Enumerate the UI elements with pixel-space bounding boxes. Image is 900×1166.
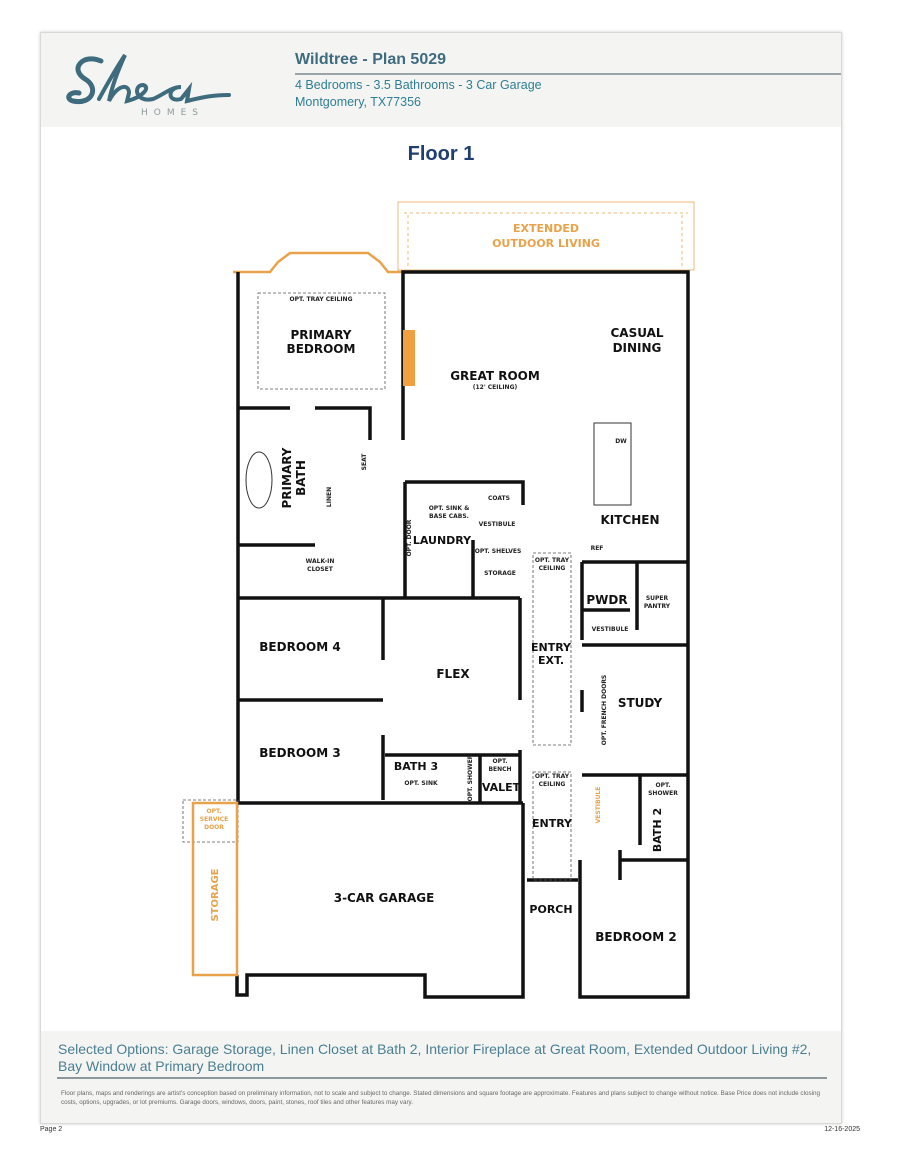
plan-sheet: HOMES Wildtree - Plan 5029 4 Bedrooms - … bbox=[40, 32, 842, 1124]
logo-homes-text: HOMES bbox=[141, 108, 204, 117]
label-opt-sink-2: BASE CABS. bbox=[429, 513, 469, 520]
label-storage: STORAGE bbox=[484, 570, 516, 577]
label-bedroom-2: BEDROOM 2 bbox=[595, 930, 676, 944]
label-primary-bath-1: PRIMARY bbox=[280, 447, 294, 508]
label-coats: COATS bbox=[488, 495, 510, 502]
label-pwdr: PWDR bbox=[586, 593, 627, 607]
label-primary-bedroom-1: PRIMARY bbox=[290, 328, 351, 342]
label-bedroom-4: BEDROOM 4 bbox=[259, 640, 340, 654]
bay-window bbox=[233, 251, 403, 274]
label-linen: LINEN bbox=[326, 487, 333, 507]
label-opt-shower-2a: OPT. bbox=[656, 782, 671, 789]
plan-title: Wildtree - Plan 5029 bbox=[295, 51, 447, 68]
label-opt-sink: OPT. SINK bbox=[404, 780, 438, 787]
print-date: 12-16-2025 bbox=[824, 1126, 860, 1133]
extended-outdoor-living bbox=[397, 201, 695, 271]
label-bedroom-3: BEDROOM 3 bbox=[259, 746, 340, 760]
garage-storage bbox=[191, 801, 239, 977]
label-flex: FLEX bbox=[436, 667, 470, 681]
fireplace bbox=[403, 330, 415, 386]
label-dishwasher: DW bbox=[615, 438, 627, 445]
label-opt-sink-1: OPT. SINK & bbox=[429, 505, 470, 512]
plan-location: Montgomery, TX77356 bbox=[295, 95, 421, 109]
label-great-room: GREAT ROOM bbox=[450, 369, 540, 383]
label-great-room-ceiling: (12' CEILING) bbox=[473, 384, 518, 391]
label-opt-shower-2b: SHOWER bbox=[648, 790, 678, 797]
shea-homes-logo: HOMES bbox=[66, 53, 231, 117]
label-kitchen: KITCHEN bbox=[600, 513, 659, 527]
label-primary-bedroom-2: BEDROOM bbox=[287, 342, 356, 356]
label-opt-tray-2a: OPT. TRAY bbox=[535, 557, 570, 564]
label-super-pantry-1: SUPER bbox=[646, 595, 669, 602]
label-ref: REF bbox=[591, 545, 604, 552]
label-casual-dining-2: DINING bbox=[613, 341, 662, 355]
label-opt-tray-2b: CEILING bbox=[539, 565, 566, 572]
label-opt-bench-1: OPT. bbox=[493, 758, 508, 765]
page-number: Page 2 bbox=[40, 1126, 63, 1133]
label-laundry: LAUNDRY bbox=[413, 534, 472, 547]
header-divider bbox=[295, 73, 841, 75]
label-opt-tray-3a: OPT. TRAY bbox=[535, 773, 570, 780]
label-opt-door: OPT. DOOR bbox=[406, 519, 413, 556]
label-valet: VALET bbox=[482, 781, 521, 794]
label-garage-storage: STORAGE bbox=[210, 868, 221, 921]
label-opt-shelves: OPT. SHELVES bbox=[475, 548, 522, 555]
label-vestibule: VESTIBULE bbox=[479, 521, 516, 528]
label-walkin-2: CLOSET bbox=[307, 566, 334, 573]
floor-title: Floor 1 bbox=[407, 143, 475, 165]
disclaimer: Floor plans, maps and renderings are art… bbox=[61, 1090, 821, 1106]
plan-specs: 4 Bedrooms - 3.5 Bathrooms - 3 Car Garag… bbox=[295, 78, 542, 92]
label-entry: ENTRY bbox=[532, 817, 573, 830]
label-bath-2: BATH 2 bbox=[651, 808, 664, 852]
label-opt-tray-3b: CEILING bbox=[539, 781, 566, 788]
label-entry-ext-2: EXT. bbox=[538, 654, 564, 667]
label-vestibule-3: VESTIBULE bbox=[595, 787, 602, 824]
selected-options: Selected Options: Garage Storage, Linen … bbox=[58, 1041, 812, 1074]
label-outdoor-2: OUTDOOR LIVING bbox=[492, 237, 600, 250]
options-panel: Selected Options: Garage Storage, Linen … bbox=[41, 1031, 841, 1123]
kitchen-island bbox=[593, 422, 632, 506]
label-service-door-3: DOOR bbox=[204, 824, 224, 831]
header: HOMES Wildtree - Plan 5029 4 Bedrooms - … bbox=[41, 33, 841, 127]
label-casual-dining-1: CASUAL bbox=[610, 326, 663, 340]
label-bath-3: BATH 3 bbox=[394, 760, 438, 773]
label-entry-ext-1: ENTRY bbox=[531, 641, 572, 654]
label-opt-bench-2: BENCH bbox=[488, 766, 511, 773]
label-study: STUDY bbox=[618, 696, 663, 710]
footer-divider bbox=[57, 1077, 827, 1079]
walls bbox=[235, 270, 690, 999]
label-seat: SEAT bbox=[361, 453, 368, 471]
label-walkin-1: WALK-IN bbox=[306, 558, 335, 565]
label-outdoor-1: EXTENDED bbox=[513, 222, 579, 235]
label-porch: PORCH bbox=[529, 903, 572, 916]
room-labels: EXTENDED OUTDOOR LIVING OPT. TRAY CEILIN… bbox=[200, 222, 678, 944]
label-primary-bath-2: BATH bbox=[294, 460, 308, 496]
bathtub bbox=[245, 451, 273, 509]
label-opt-shower: OPT. SHOWER bbox=[467, 754, 474, 801]
label-french-doors: OPT. FRENCH DOORS bbox=[601, 675, 608, 746]
label-service-door-1: OPT. bbox=[207, 808, 222, 815]
label-super-pantry-2: PANTRY bbox=[644, 603, 671, 610]
label-service-door-2: SERVICE bbox=[200, 816, 228, 823]
label-tray-ceiling: OPT. TRAY CEILING bbox=[290, 296, 353, 303]
label-vestibule-2: VESTIBULE bbox=[592, 626, 629, 633]
label-garage: 3-CAR GARAGE bbox=[334, 891, 435, 905]
